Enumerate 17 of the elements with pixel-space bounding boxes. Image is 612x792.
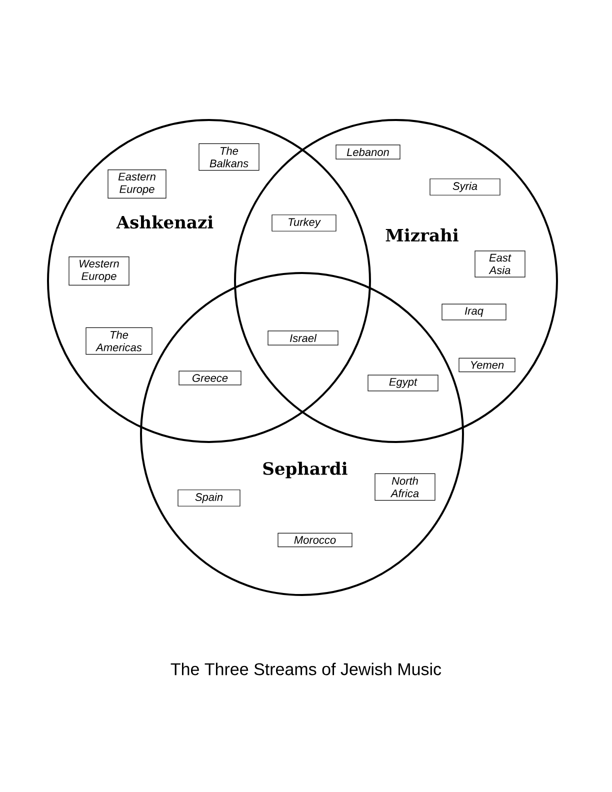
region-box: Greece <box>178 370 242 386</box>
region-box: Morocco <box>278 532 352 548</box>
region-box: Eastern Europe <box>108 170 166 198</box>
region-box: The Americas <box>86 327 152 355</box>
region-box: East Asia <box>474 250 526 278</box>
caption: The Three Streams of Jewish Music <box>170 662 442 676</box>
region-box: Egypt <box>368 374 438 392</box>
region-box: North Africa <box>374 473 436 501</box>
region-box: Yemen <box>458 358 516 372</box>
region-box: The Balkans <box>198 143 260 171</box>
region-box: Turkey <box>272 214 336 232</box>
region-box: Western Europe <box>68 256 130 286</box>
region-box: Syria <box>430 178 500 196</box>
region-box: Lebanon <box>336 144 400 160</box>
region-box: Iraq <box>442 304 506 320</box>
region-box: Spain <box>178 490 240 506</box>
region-box: Israel <box>268 330 338 346</box>
